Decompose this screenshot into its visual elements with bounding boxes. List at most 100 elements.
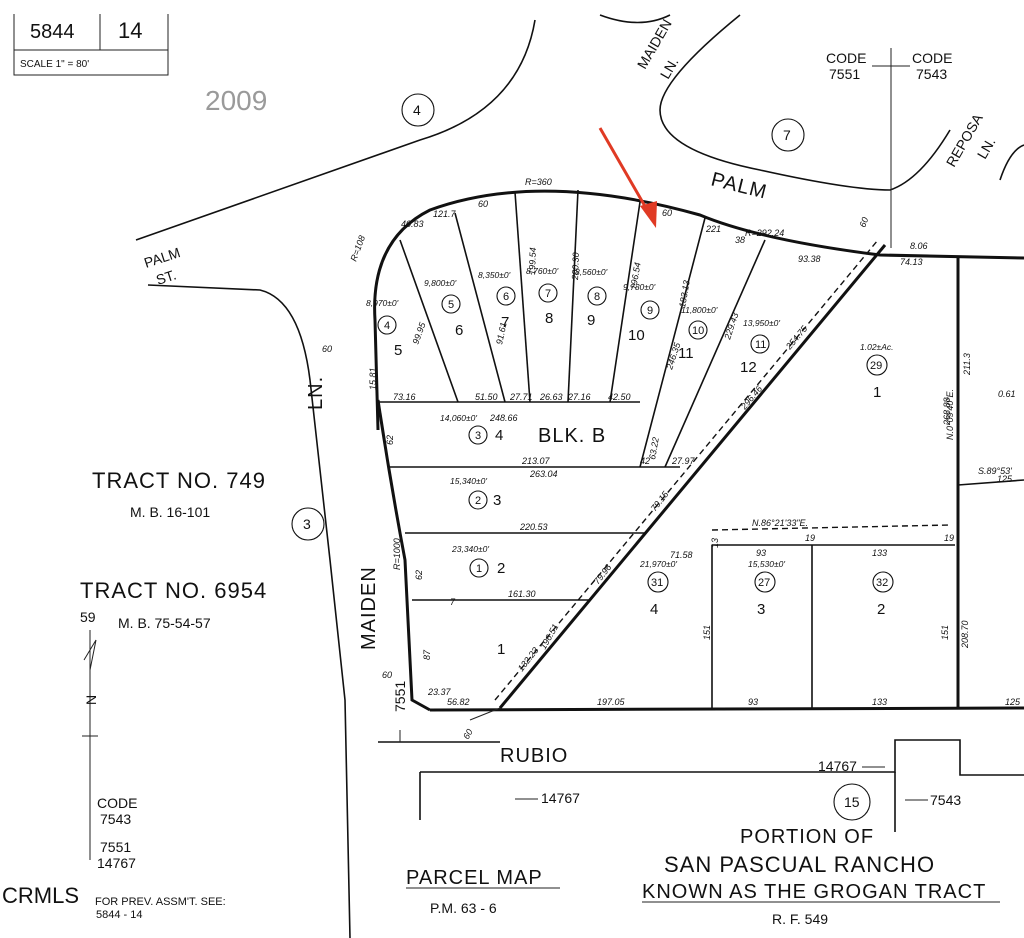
parcel-circles: 4 5 6 7 8 9 10 11 3 2 1 31 27 32 29 — [377, 283, 894, 593]
lot-numbers: 5 6 7 8 9 10 11 12 4 3 2 1 4 3 2 1 — [394, 310, 885, 658]
dim-44: 151 — [940, 625, 950, 640]
dim-57: 99.95 — [410, 320, 427, 346]
dimensions: R=360 R=292.24 R=108 R=1000 60 60 60 60 … — [322, 177, 1021, 741]
dim-11: 74.13 — [900, 257, 923, 267]
street-lines — [82, 14, 1024, 938]
parcel-map-label: PARCEL MAP — [406, 867, 543, 889]
arrow-14767-a: 14767 — [541, 790, 580, 806]
footer: CRMLS FOR PREV. ASSM'T. SEE: 5844 - 14 P… — [2, 826, 1000, 927]
dim-30: 93 — [748, 697, 758, 707]
prev-assmt-ref: 5844 - 14 — [96, 909, 142, 921]
code-labels: CODE 7551 CODE 7543 CODE 7543 7551 14767… — [97, 50, 961, 871]
lot-2-south: 2 — [877, 601, 885, 618]
dim-27: 161.30 — [508, 589, 536, 599]
dim-60: 62 — [414, 570, 424, 580]
dim-45: 208.70 — [960, 620, 970, 649]
parcel-11: 11 — [755, 339, 766, 351]
rancho-name: SAN PASCUAL RANCHO — [664, 852, 935, 877]
dim-14: 38 — [735, 235, 745, 245]
book-number: 5844 — [30, 21, 75, 43]
dim-47: 211.3 — [962, 353, 972, 376]
lot-11: 11 — [678, 345, 694, 362]
year-stamp: 2009 — [205, 85, 267, 116]
dim-24: 213.07 — [521, 456, 551, 466]
dim-71: 13 — [710, 538, 720, 548]
lot-9: 9 — [587, 312, 595, 329]
dim-67: 7 — [450, 597, 456, 607]
dim-38: 63.22 — [647, 436, 661, 460]
street-palm: PALM — [709, 169, 770, 204]
lot-4-blk: 4 — [495, 427, 503, 444]
arrow-7543: 7543 — [930, 792, 961, 808]
lot-1-blk: 1 — [497, 641, 505, 658]
dim-0: R=360 — [525, 177, 552, 187]
north-label: N — [83, 695, 99, 705]
lot-12: 12 — [740, 359, 757, 376]
street-palm-st-2: ST. — [154, 266, 178, 287]
parcel-5: 5 — [448, 299, 454, 311]
circled-4: 4 — [413, 102, 421, 118]
parcel-10: 10 — [692, 325, 704, 337]
dim-2: R=108 — [348, 234, 367, 263]
dim-70: 19 — [944, 533, 954, 543]
area-9: 15,340±0' — [450, 476, 487, 486]
area-labels: 8,970±0' 9,800±0' 8,350±0' 8,760±0' 8,56… — [366, 266, 894, 569]
rf-ref: R. F. 549 — [772, 911, 828, 927]
dim-54: 200.30 — [570, 252, 581, 281]
parcel-31: 31 — [651, 577, 663, 589]
lot-2-blk: 2 — [497, 560, 505, 577]
area-13: 1.02±Ac. — [860, 342, 894, 352]
dim-58: 15.81 — [368, 367, 378, 390]
area-4: 8,560±0' — [575, 267, 608, 277]
dim-63: N.86°21'33"E. — [752, 518, 808, 528]
dim-61: 87 — [422, 649, 432, 660]
area-3: 8,760±0' — [526, 266, 559, 276]
dim-18: 51.50 — [475, 392, 498, 402]
circled-7: 7 — [783, 127, 791, 143]
parcel-1: 1 — [476, 563, 482, 575]
prev-assmt-label: FOR PREV. ASSM'T. SEE: — [95, 896, 226, 908]
location-pointer-arrow — [598, 127, 657, 228]
dim-65: S.89°53' — [978, 466, 1012, 476]
area-8: 14,060±0' — [440, 413, 477, 423]
dim-20: 26.63 — [539, 392, 563, 402]
dim-1: R=292.24 — [745, 228, 784, 238]
dim-64: N.0°09'40"E. — [945, 389, 955, 440]
street-reposa-1: REPOSA — [943, 110, 986, 169]
lot-1-east: 1 — [873, 384, 881, 401]
tract-749: TRACT NO. 749 — [92, 468, 266, 493]
circled-15: 15 — [844, 794, 860, 810]
lot-3-south: 3 — [757, 601, 765, 618]
dim-9: 60 — [857, 216, 870, 229]
dim-55: 199.54 — [527, 247, 538, 275]
dim-26: 220.53 — [519, 522, 548, 532]
street-palm-st-1: PALM — [142, 244, 182, 271]
pm-ref: P.M. 63 - 6 — [430, 900, 497, 916]
code-bottom: CODE — [97, 795, 137, 811]
dim-23: 248.66 — [489, 413, 518, 423]
page-number: 14 — [118, 18, 142, 43]
dim-10: 8.06 — [910, 241, 928, 251]
dim-41: 132.23 — [516, 645, 541, 673]
scale-label: SCALE 1" = 80' — [20, 59, 89, 70]
dim-25: 263.04 — [529, 469, 558, 479]
parcel-7: 7 — [545, 288, 551, 300]
dim-52: 183.13 — [677, 279, 692, 308]
dim-15: 40.83 — [401, 219, 424, 229]
portion-of: PORTION OF — [740, 826, 874, 848]
area-6: 11,800±0' — [681, 305, 718, 315]
arrow-14767-b: 14767 — [818, 758, 857, 774]
parcel-6: 6 — [503, 291, 509, 303]
parcel-9: 9 — [647, 305, 653, 317]
dim-17: 73.16 — [393, 392, 416, 402]
dim-62: 23.37 — [427, 687, 452, 697]
parcel-3: 3 — [475, 430, 481, 442]
dim-7: 60 — [382, 670, 392, 680]
street-maiden-left: MAIDEN — [358, 566, 380, 650]
dim-8: 60 — [461, 727, 475, 741]
parcel-4: 4 — [384, 320, 390, 332]
parcel-27: 27 — [758, 577, 770, 589]
street-rubio: RUBIO — [500, 745, 568, 767]
code-bottom-num: 7543 — [100, 811, 131, 827]
